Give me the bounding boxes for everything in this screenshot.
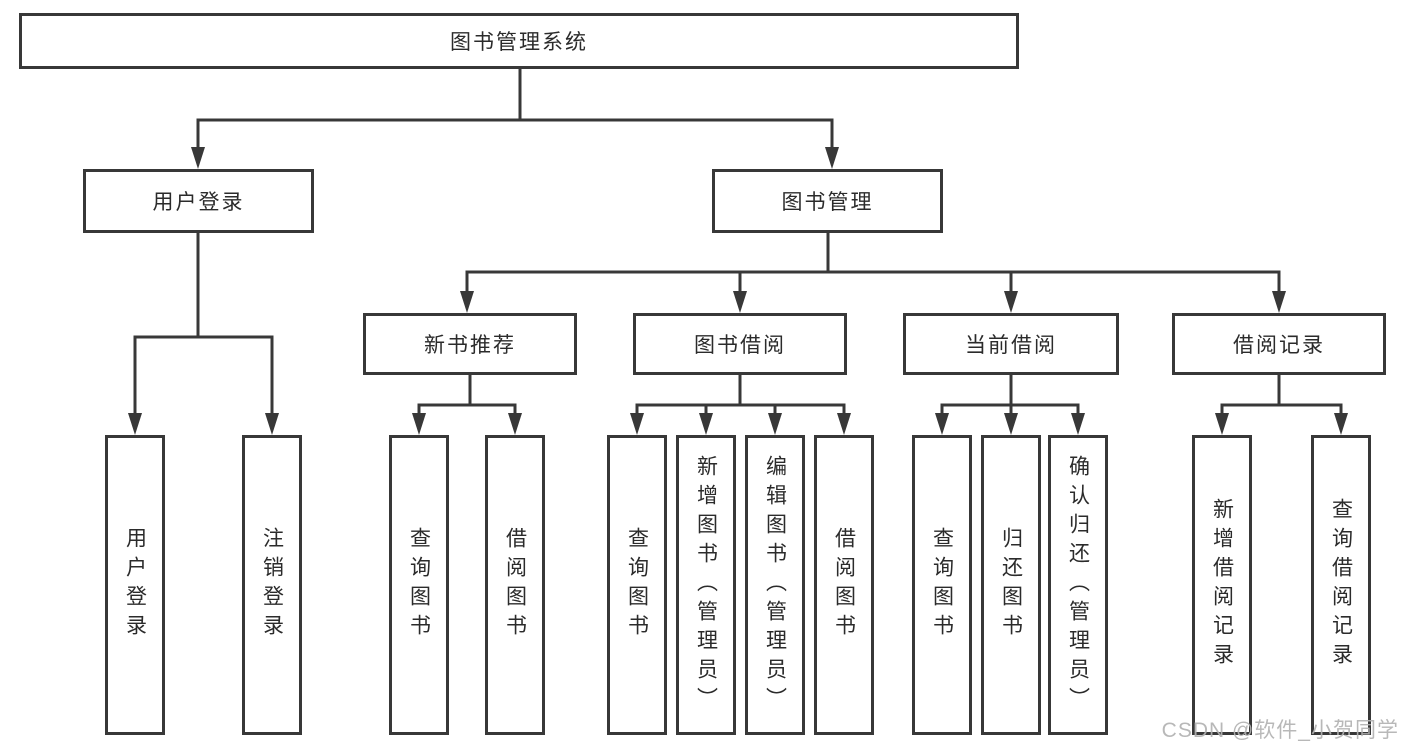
arrowhead	[733, 291, 747, 313]
node-book-management: 图书管理	[712, 169, 943, 233]
leaf-add-book-admin: 新增图书（管理员）	[676, 435, 736, 735]
node-label: 图书借阅	[694, 334, 786, 357]
node-label: 注销登录	[260, 527, 284, 643]
node-label: 图书管理系统	[450, 31, 588, 54]
node-label: 借阅记录	[1233, 334, 1325, 357]
leaf-borrow-books-under-bookborrow: 借阅图书	[814, 435, 874, 735]
node-label: 当前借阅	[965, 334, 1057, 357]
arrowhead	[1071, 413, 1085, 435]
node-label: 查询图书	[625, 527, 649, 643]
node-label: 新增图书（管理员）	[694, 454, 718, 716]
arrowhead	[699, 413, 713, 435]
node-label: 查询图书	[407, 527, 431, 643]
connector-bookmgmt-to-level3	[465, 233, 1281, 296]
leaf-confirm-return-admin: 确认归还（管理员）	[1048, 435, 1108, 735]
node-new-book-recommend: 新书推荐	[363, 313, 577, 375]
node-current-borrow: 当前借阅	[903, 313, 1119, 375]
node-user-login: 用户登录	[83, 169, 314, 233]
node-label: 归还图书	[999, 527, 1023, 643]
leaf-query-books-under-bookborrow: 查询图书	[607, 435, 667, 735]
arrowhead	[768, 413, 782, 435]
arrowhead	[1272, 291, 1286, 313]
arrowhead	[837, 413, 851, 435]
arrowhead	[1215, 413, 1229, 435]
arrowhead	[460, 291, 474, 313]
node-borrow-records: 借阅记录	[1172, 313, 1386, 375]
node-label: 图书管理	[781, 191, 874, 214]
arrowhead	[412, 413, 426, 435]
connector-bookborrow-to-leaves	[635, 375, 846, 418]
arrowhead	[265, 413, 279, 435]
leaf-query-books-under-newbook: 查询图书	[389, 435, 449, 735]
node-label: 新书推荐	[424, 334, 516, 357]
connector-userlogin-to-leaves	[133, 233, 274, 418]
node-root-library-management-system: 图书管理系统	[19, 13, 1019, 69]
node-label: 用户登录	[123, 527, 147, 643]
arrowhead	[191, 147, 205, 169]
leaf-query-borrow-record: 查询借阅记录	[1311, 435, 1371, 735]
arrowhead	[1004, 291, 1018, 313]
node-label: 查询借阅记录	[1329, 498, 1353, 672]
arrowhead	[128, 413, 142, 435]
connector-newbook-to-leaves	[417, 375, 517, 418]
leaf-borrow-books-under-newbook: 借阅图书	[485, 435, 545, 735]
connector-currentborrow-to-leaves	[940, 375, 1080, 418]
node-label: 借阅图书	[503, 527, 527, 643]
node-label: 借阅图书	[832, 527, 856, 643]
arrowhead	[935, 413, 949, 435]
leaf-user-login: 用户登录	[105, 435, 165, 735]
connector-borrowrecords-to-leaves	[1220, 375, 1343, 418]
leaf-query-books-under-currentborrow: 查询图书	[912, 435, 972, 735]
arrowhead	[1334, 413, 1348, 435]
leaf-logout: 注销登录	[242, 435, 302, 735]
node-book-borrow: 图书借阅	[633, 313, 847, 375]
node-label: 编辑图书（管理员）	[763, 454, 787, 716]
arrowhead	[1004, 413, 1018, 435]
node-label: 查询图书	[930, 527, 954, 643]
leaf-add-borrow-record: 新增借阅记录	[1192, 435, 1252, 735]
arrowhead	[825, 147, 839, 169]
node-label: 新增借阅记录	[1210, 498, 1234, 672]
connector-root-to-level2	[196, 69, 834, 152]
leaf-return-books: 归还图书	[981, 435, 1041, 735]
node-label: 用户登录	[152, 191, 245, 214]
node-label: 确认归还（管理员）	[1066, 454, 1090, 716]
arrowheads	[128, 147, 1348, 435]
csdn-watermark: CSDN @软件_小贺同学	[1161, 719, 1399, 742]
arrowhead	[630, 413, 644, 435]
arrowhead	[508, 413, 522, 435]
leaf-edit-book-admin: 编辑图书（管理员）	[745, 435, 805, 735]
